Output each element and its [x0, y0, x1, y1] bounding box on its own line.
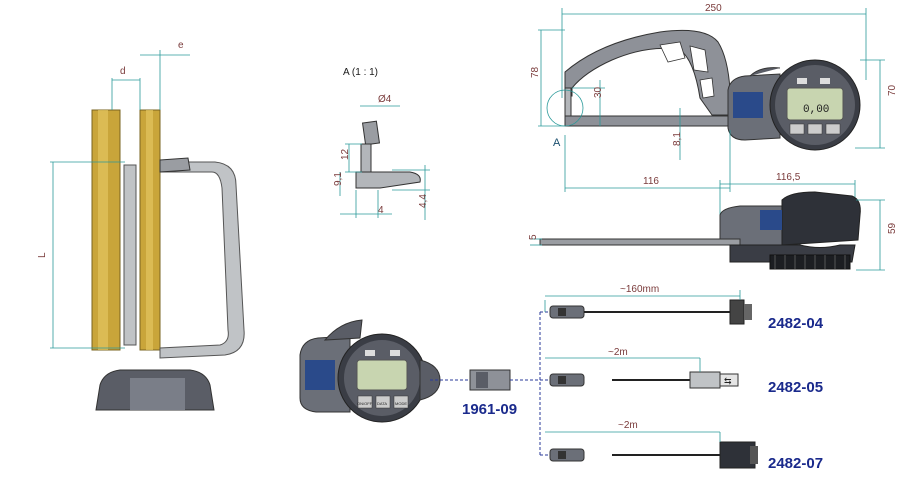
gauge-and-cables: ON/OFF DATA MODE 1961-09 ~160mm 2482-04: [299, 284, 824, 472]
dim-250: 250: [705, 3, 722, 14]
dim-12: 12: [340, 148, 351, 160]
dim-d: d: [120, 66, 126, 77]
cable3-code: 2482-07: [768, 455, 823, 472]
dim-L: L: [37, 252, 48, 258]
dim-30: 30: [593, 86, 604, 98]
btn-label-2: DATA: [377, 401, 387, 406]
dim-4-4: 4,4: [418, 194, 429, 208]
top-view: 116,5 5 59: [528, 172, 898, 271]
section-detail-A: A (1 : 1) Ø4 12 9,1 4 4,4: [333, 67, 430, 220]
caliper-arm: [564, 29, 731, 116]
side-view-left: d e L: [37, 40, 245, 411]
gauge-arm-outer: [159, 161, 245, 359]
btn-label-1: ON/OFF: [357, 401, 373, 406]
front-view: 250 A 0,00 78 30 70: [530, 3, 898, 192]
lcd-reading-front: 0,00: [803, 104, 829, 116]
cable2-code: 2482-05: [768, 379, 823, 396]
cable2-length: ~2m: [608, 347, 628, 358]
btn-label-3: MODE: [395, 401, 407, 406]
section-title: A (1 : 1): [343, 67, 378, 78]
dim-70: 70: [887, 84, 898, 96]
dim-9-1: 9,1: [333, 172, 344, 186]
gauge-arm-inner: [123, 164, 137, 346]
dim-5: 5: [528, 234, 539, 240]
dim-e: e: [178, 40, 184, 51]
usb-icon: ⇆: [724, 376, 732, 386]
dim-78: 78: [530, 66, 541, 78]
label-A: A: [553, 137, 561, 149]
dim-116: 116: [643, 176, 659, 187]
dim-116-5: 116,5: [776, 172, 801, 183]
dim-59: 59: [887, 222, 898, 234]
cable1-length: ~160mm: [620, 284, 659, 295]
cable1-code: 2482-04: [768, 315, 824, 332]
dim-diameter: Ø4: [378, 94, 392, 105]
cable-2482-05: ⇆ ~2m 2482-05: [545, 347, 823, 396]
cable3-length: ~2m: [618, 420, 638, 431]
dim-4: 4: [378, 205, 384, 216]
cable-2482-07: ~2m 2482-07: [545, 420, 823, 472]
cable-2482-04: ~160mm 2482-04: [544, 284, 824, 332]
dim-8-1: 8,1: [672, 132, 683, 146]
adapter-code: 1961-09: [462, 401, 517, 418]
